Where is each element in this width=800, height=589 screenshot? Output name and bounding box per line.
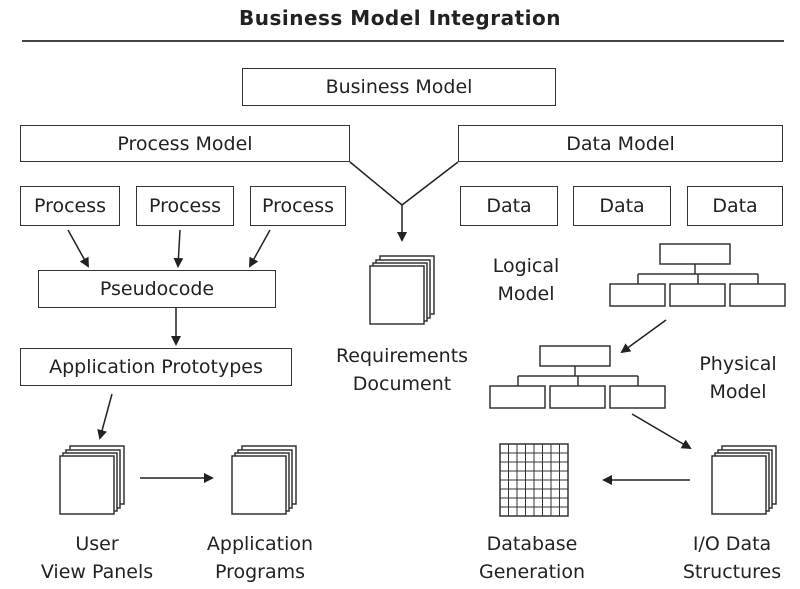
- arrow-logical-to-physical: [620, 319, 667, 354]
- physical-model-tree-icon: [489, 345, 666, 409]
- requirements-document-line-2: Document: [352, 373, 452, 395]
- arrow-process3-to-pseudocode: [249, 229, 271, 268]
- data-model-box: Data Model: [458, 125, 783, 162]
- arrow-prototypes-to-view-panels: [97, 393, 113, 440]
- requirements-document-icon: [369, 255, 435, 325]
- application-programs-label: Application Programs: [190, 530, 330, 586]
- io-data-structures-line-1: I/O Data: [692, 533, 772, 555]
- application-prototypes-box: Application Prototypes: [20, 348, 292, 386]
- arrow-process2-to-pseudocode: [173, 229, 184, 268]
- data-box-1: Data: [460, 186, 558, 226]
- io-data-structures-line-2: Structures: [682, 561, 782, 583]
- business-model-box: Business Model: [242, 68, 556, 106]
- data-box-2: Data: [573, 186, 671, 226]
- user-view-panels-line-1: User: [75, 533, 119, 555]
- database-grid-icon: [499, 443, 569, 517]
- physical-model-label: Physical Model: [688, 350, 788, 406]
- title-divider: [22, 40, 784, 42]
- application-programs-line-2: Programs: [214, 561, 306, 583]
- logical-model-tree-icon: [609, 243, 786, 307]
- diagram-title: Business Model Integration: [238, 6, 562, 30]
- arrow-process1-to-pseudocode: [67, 229, 89, 268]
- application-programs-icon: [231, 445, 297, 515]
- requirements-document-label: Requirements Document: [322, 342, 482, 398]
- process-box-2: Process: [136, 186, 234, 226]
- database-generation-line-1: Database: [486, 533, 578, 555]
- io-data-structures-label: I/O Data Structures: [668, 530, 796, 586]
- requirements-document-line-1: Requirements: [335, 345, 469, 367]
- process-box-1: Process: [20, 186, 120, 226]
- user-view-panels-line-2: View Panels: [40, 561, 154, 583]
- pseudocode-box: Pseudocode: [38, 270, 276, 308]
- application-programs-line-1: Application: [206, 533, 314, 555]
- process-model-box: Process Model: [20, 125, 350, 162]
- user-view-panels-label: User View Panels: [32, 530, 162, 586]
- user-view-panels-icon: [59, 445, 125, 515]
- model-merge-connector: [349, 161, 459, 242]
- logical-model-line-1: Logical: [492, 255, 560, 277]
- physical-model-line-2: Model: [709, 381, 767, 403]
- physical-model-line-1: Physical: [699, 353, 777, 375]
- database-generation-line-2: Generation: [479, 561, 585, 583]
- arrow-physical-to-io: [631, 413, 692, 450]
- data-box-3: Data: [687, 186, 783, 226]
- process-box-3: Process: [250, 186, 346, 226]
- logical-model-label: Logical Model: [476, 252, 576, 308]
- io-data-structures-icon: [711, 445, 777, 515]
- database-generation-label: Database Generation: [462, 530, 602, 586]
- logical-model-line-2: Model: [497, 283, 555, 305]
